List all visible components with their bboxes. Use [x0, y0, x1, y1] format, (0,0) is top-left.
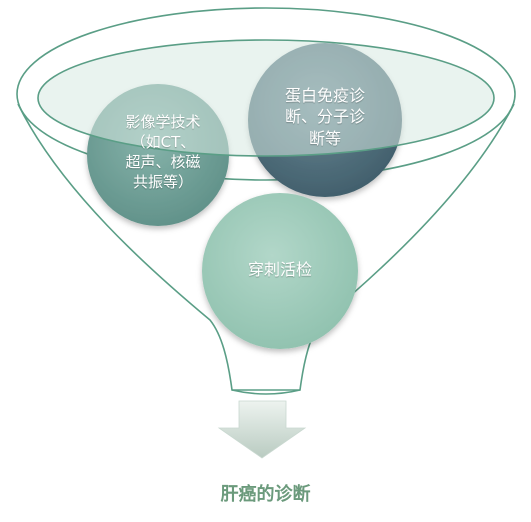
imaging-circle-label: 影像学技术 （如CT、 超声、核磁 共振等） [125, 112, 201, 192]
biopsy-circle [202, 193, 358, 349]
diagram-caption: 肝癌的诊断 [220, 484, 311, 505]
immuno-circle-label: 蛋白免疫诊 断、分子诊 断等 [284, 85, 365, 148]
funnel-inner-rim [37, 39, 495, 157]
down-arrow-icon [217, 400, 307, 459]
funnel-body [17, 103, 515, 391]
funnel-neck [231, 389, 301, 395]
biopsy-circle-label: 穿刺活检 [247, 260, 312, 280]
